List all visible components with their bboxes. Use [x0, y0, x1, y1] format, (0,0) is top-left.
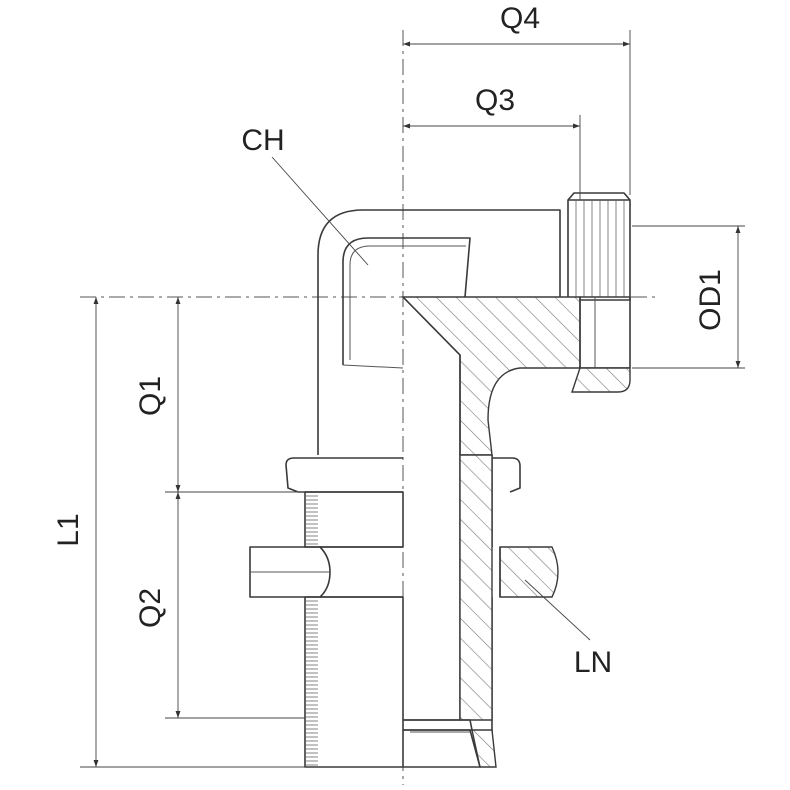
body-thread-upper	[304, 491, 404, 548]
label-q3: Q3	[475, 84, 515, 117]
dimension-lines	[80, 30, 745, 768]
label-q1: Q1	[134, 376, 167, 416]
label-ln: LN	[574, 646, 612, 679]
label-q4: Q4	[500, 2, 540, 35]
label-ch: CH	[241, 124, 284, 157]
label-q2: Q2	[134, 588, 167, 628]
label-od1: OD1	[694, 269, 727, 331]
label-l1: L1	[52, 513, 85, 546]
body-thread-lower	[304, 596, 404, 768]
lower-body-section	[403, 454, 497, 768]
spigot-thread	[567, 192, 631, 301]
locknut	[249, 546, 559, 598]
